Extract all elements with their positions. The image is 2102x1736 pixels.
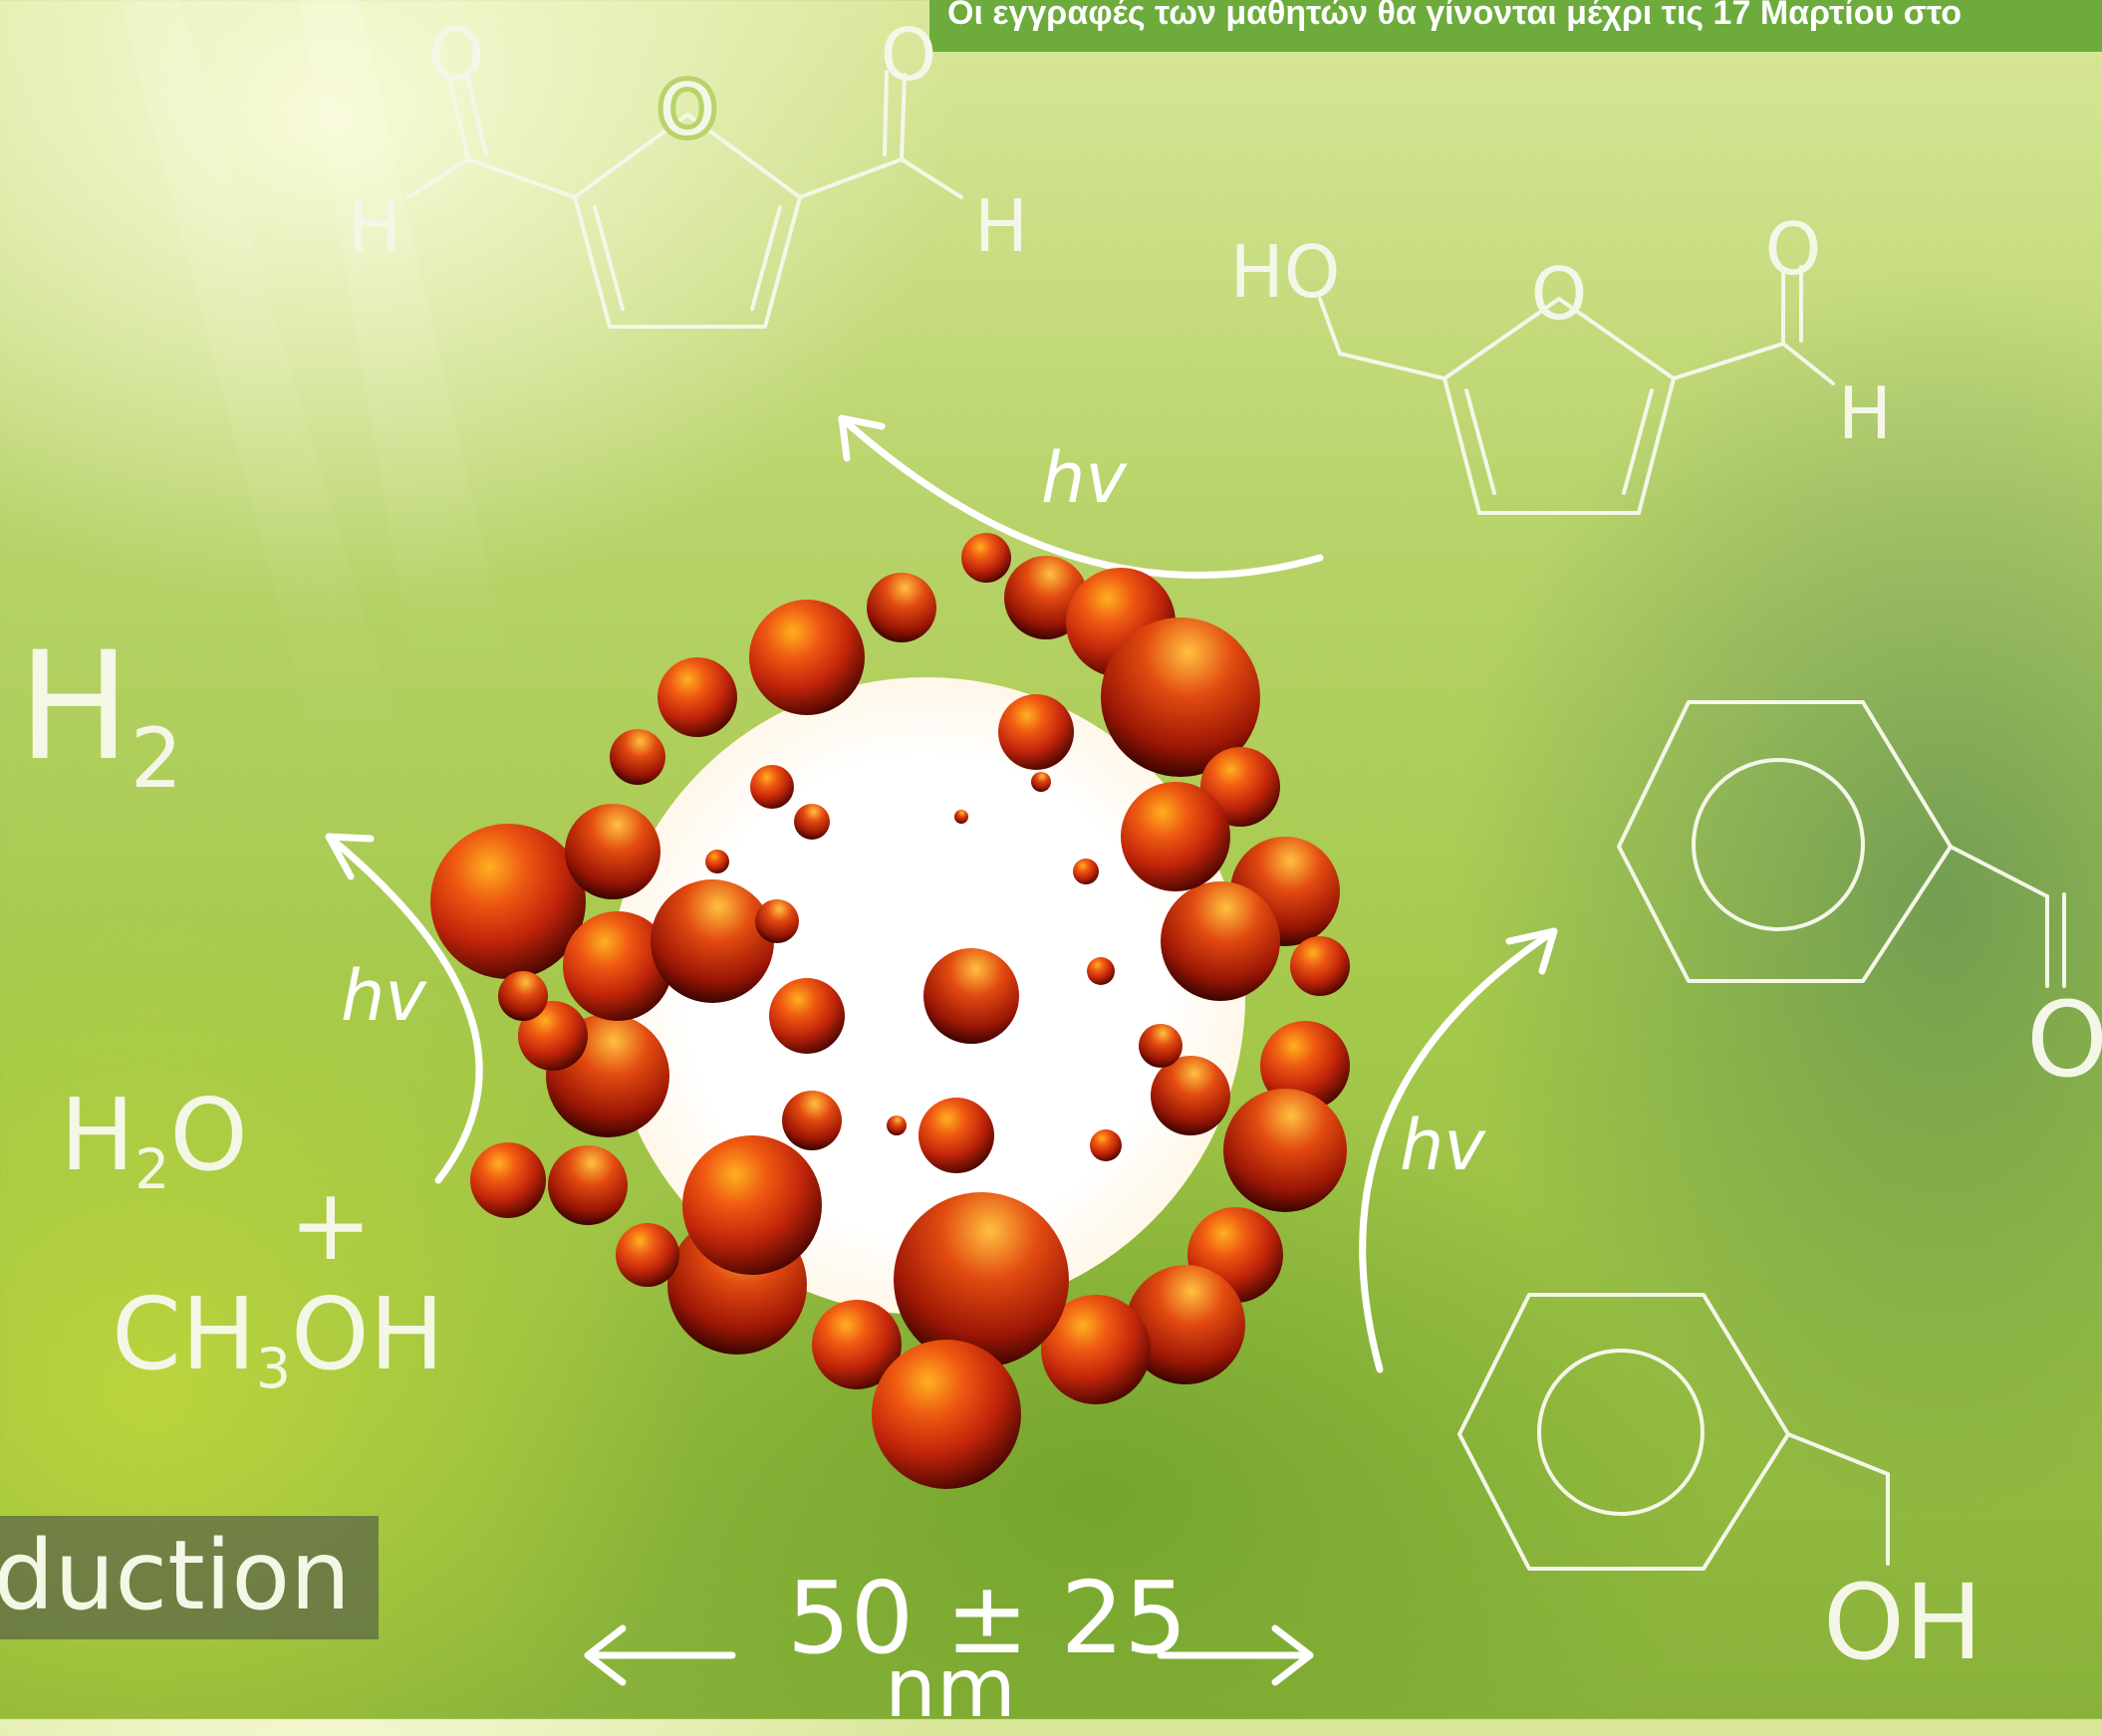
hv-arrow-top [838,414,1324,579]
hv-right-label: hv [1400,1105,1485,1186]
banner-text: Οι εγγραφές των μαθητών θα γίνονται μέχρ… [947,0,1963,32]
dff-ring-o: O [659,68,716,151]
hmf-ho: HO [1230,230,1341,314]
hmf-aldehyde-o: O [1765,207,1822,291]
nanoparticle-cluster [430,533,1350,1489]
hv-arrow-left [325,833,483,1184]
water-label: H2O [60,1077,248,1202]
hmf-molecule: HO O O H [1230,207,1892,515]
dff-left-o: O [428,13,485,97]
hv-arrow-top-head [838,414,886,462]
scale-arrow-left [584,1624,736,1686]
hv-arrow-right-head [1505,927,1558,975]
caption-text: oduction [0,1520,351,1631]
methanol-label: CH3OH [112,1276,444,1401]
benzaldehyde-o: O [2026,979,2102,1101]
dff-right-h: H [974,184,1028,268]
benzyl-alcohol-oh: OH [1823,1562,1982,1683]
hv-arrow-left-head [325,833,375,880]
plus-label: + [289,1166,373,1283]
hv-top-label: hv [1041,437,1127,519]
hmf-h: H [1838,372,1892,455]
dff-right-o: O [881,13,937,97]
size-value: 50 ± 25 [787,1560,1187,1676]
scale-arrow-right [1157,1624,1314,1686]
caption-box: oduction [0,1516,379,1639]
dff-left-h: H [348,184,401,268]
benzyl-alcohol-molecule: OH [1457,1293,1982,1683]
hmf-ring-o: O [1531,252,1588,336]
hv-arrow-right [1359,927,1558,1373]
h2-label: H2 [18,620,183,807]
dff-molecule: O O O H H [348,13,1028,329]
size-unit: nm [885,1641,1016,1736]
top-banner: Οι εγγραφές των μαθητών θα γίνονται μέχρ… [929,0,2102,52]
hv-left-label: hv [341,955,426,1037]
benzaldehyde-molecule: O [1617,700,2102,1101]
